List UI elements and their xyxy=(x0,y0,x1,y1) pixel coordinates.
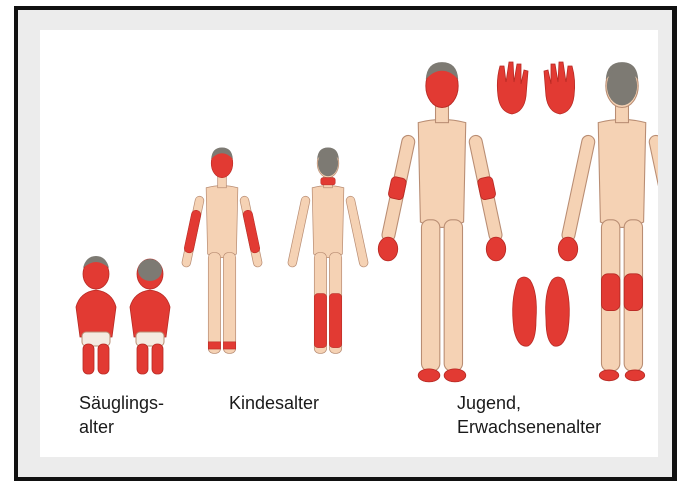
adult-back-figure xyxy=(558,62,658,381)
child-ankle-right xyxy=(208,342,220,349)
arm-left xyxy=(345,196,368,268)
infant-back-hair xyxy=(138,259,162,281)
arm-left xyxy=(648,134,658,242)
adult-foot-right xyxy=(418,369,440,382)
arm-right xyxy=(561,134,596,242)
sole-left-icon xyxy=(513,277,537,346)
hand-right-icon-shape xyxy=(544,62,575,114)
leg-left xyxy=(444,220,462,371)
infant-torso xyxy=(76,290,116,337)
adult-elbow-left xyxy=(477,176,496,200)
infant-front-figure xyxy=(76,256,116,374)
label-childhood: Kindesalter xyxy=(229,391,319,415)
child-elbow-right xyxy=(183,209,201,253)
adult-front-figure xyxy=(378,62,505,382)
torso xyxy=(206,186,238,258)
infant-back-leg-right xyxy=(137,344,148,374)
infant-leg-right xyxy=(83,344,94,374)
figure-panel: Säuglings- alter Kindesalter Jugend, Erw… xyxy=(40,30,658,457)
adult-elbow-right xyxy=(388,176,407,200)
arm-right xyxy=(287,196,310,268)
hand-left-icon xyxy=(497,62,528,114)
adult-back-foot-right xyxy=(599,370,618,381)
figure-frame: Säuglings- alter Kindesalter Jugend, Erw… xyxy=(14,6,677,481)
adult-back-hand-right xyxy=(558,237,577,261)
infant-back-figure xyxy=(130,259,170,374)
child-knee-left xyxy=(329,294,341,348)
torso xyxy=(312,186,344,258)
neck xyxy=(218,176,227,188)
torso xyxy=(598,119,646,227)
child-ankle-left xyxy=(223,342,235,349)
torso xyxy=(418,119,466,227)
hair-back xyxy=(607,66,637,105)
label-infant-line-2: alter xyxy=(79,415,164,439)
adult-foot-left xyxy=(444,369,466,382)
child-back-figure xyxy=(287,147,369,353)
hand-left-icon-shape xyxy=(497,62,528,114)
label-adult-line-1: Jugend, xyxy=(457,391,601,415)
hand-right-icon xyxy=(544,62,575,114)
label-adolescence-adulthood: Jugend, Erwachsenenalter xyxy=(457,391,601,439)
infant-leg-left xyxy=(98,344,109,374)
adult-knee-right xyxy=(601,274,619,311)
child-knee-right xyxy=(314,294,326,348)
hair-back xyxy=(318,150,338,176)
neck xyxy=(436,105,449,122)
sole-right-icon xyxy=(546,277,570,346)
label-infant-age: Säuglings- alter xyxy=(79,391,164,439)
adult-back-foot-left xyxy=(625,370,644,381)
child-front-figure xyxy=(181,147,263,353)
leg-right xyxy=(421,220,439,371)
label-infant-line-1: Säuglings- xyxy=(79,391,164,415)
label-childhood-line-1: Kindesalter xyxy=(229,391,319,415)
label-adult-line-2: Erwachsenenalter xyxy=(457,415,601,439)
leg-left xyxy=(223,253,235,354)
adult-hand-left xyxy=(486,237,505,261)
adult-knee-left xyxy=(624,274,642,311)
adult-hand-right xyxy=(378,237,397,261)
child-neck-patch xyxy=(321,178,335,185)
infant-back-leg-left xyxy=(152,344,163,374)
leg-right xyxy=(208,253,220,354)
child-elbow-left xyxy=(242,209,260,253)
infant-back-torso xyxy=(130,290,170,337)
